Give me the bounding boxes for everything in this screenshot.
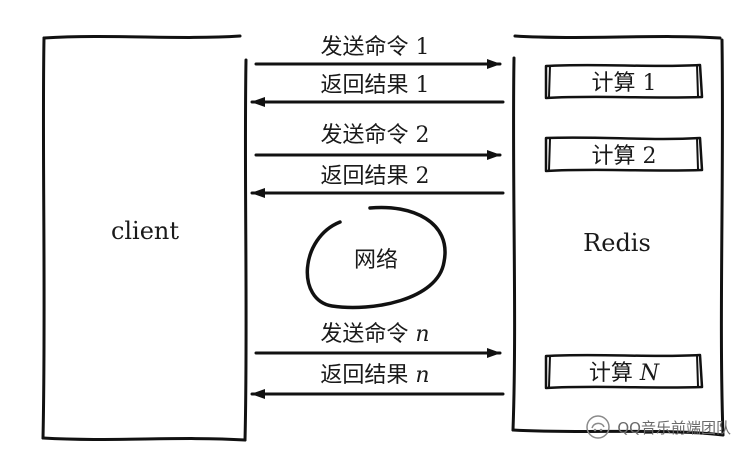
- compute-label-2: 计算 2: [592, 144, 657, 169]
- compute-box-n: [544, 353, 704, 390]
- network-label: 网络: [354, 248, 398, 273]
- watermark: QQ音乐前端团队: [585, 414, 731, 440]
- compute-box-1: [544, 63, 704, 100]
- wechat-icon: [586, 415, 611, 439]
- recv-label-2: 返回结果 2: [321, 164, 430, 189]
- client-label: client: [111, 217, 179, 245]
- send-label-n: 发送命令 n: [320, 322, 429, 347]
- send-label-1: 发送命令 1: [321, 35, 430, 60]
- recv-label-1: 返回结果 1: [321, 73, 430, 98]
- recv-label-n: 返回结果 n: [320, 363, 429, 388]
- compute-box-2: [544, 136, 704, 173]
- compute-label-n: 计算 N: [589, 361, 660, 386]
- redis-label: Redis: [583, 229, 651, 257]
- send-label-2: 发送命令 2: [321, 123, 430, 148]
- client-box: [41, 34, 248, 442]
- redis-box: [511, 34, 725, 437]
- watermark-text: QQ音乐前端团队: [617, 418, 731, 437]
- compute-label-1: 计算 1: [592, 71, 657, 96]
- network-cloud: [305, 205, 447, 310]
